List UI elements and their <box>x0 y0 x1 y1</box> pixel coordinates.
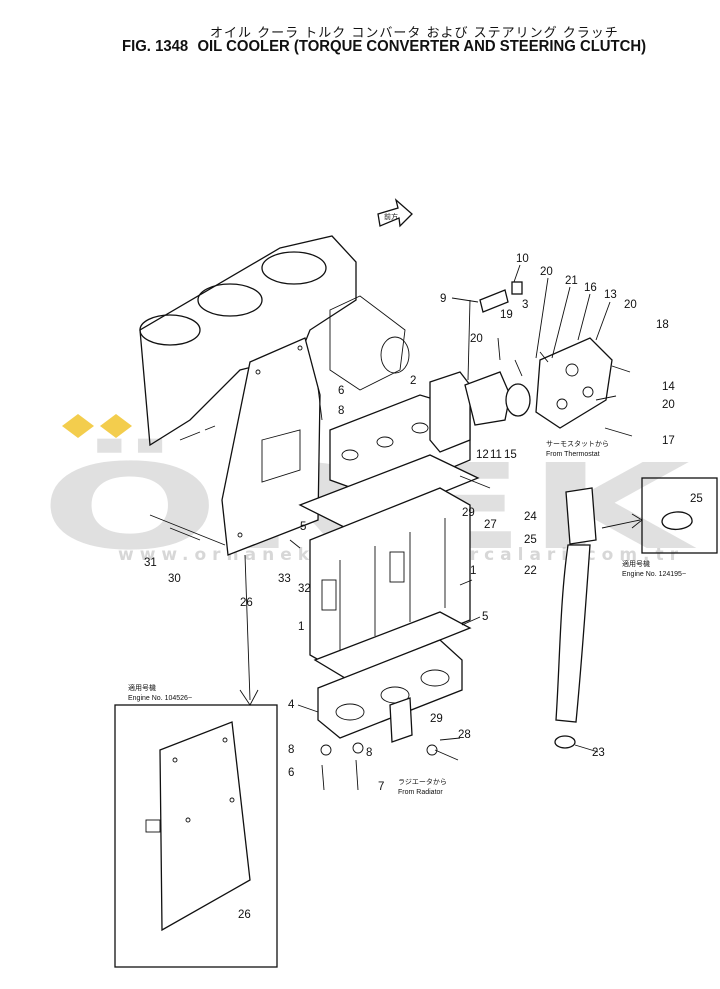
hardware-parts <box>169 281 633 791</box>
callout-number: 5 <box>300 521 306 533</box>
callout-number: 13 <box>604 289 617 301</box>
mounting-plate-26 <box>149 337 321 706</box>
inset-hose-clamp: 適用号機 Engine No. 124195~ <box>601 477 718 578</box>
callout-number: 29 <box>462 507 475 519</box>
engine-no-a-en: Engine No. 104526~ <box>128 695 192 702</box>
callout-number: 11 <box>490 449 502 461</box>
callout-number: 6 <box>338 385 344 397</box>
callout-number: 20 <box>624 299 637 311</box>
callout-number: 26 <box>240 597 253 609</box>
callout-number: 30 <box>168 573 181 585</box>
from-radiator-en: From Radiator <box>398 789 443 796</box>
gasket-upper <box>298 454 480 531</box>
callout-number: 29 <box>430 713 443 725</box>
callout-number: 4 <box>288 699 295 711</box>
watermark-accent-left <box>62 414 94 438</box>
callout-number: 6 <box>288 767 294 779</box>
callout-number: 20 <box>662 399 675 411</box>
callout-number: 22 <box>524 565 537 577</box>
callout-number: 10 <box>516 253 529 265</box>
figure-title: FIG. 1348 OIL COOLER (TORQUE CONVERTER AN… <box>122 38 646 56</box>
callout-number: 33 <box>278 573 291 585</box>
hose-connector <box>565 487 597 545</box>
callout-number: 15 <box>504 449 517 461</box>
flow-notes: サーモスタットから From Thermostat ラジエータから From R… <box>398 439 609 796</box>
callout-number: 27 <box>484 519 497 531</box>
callout-number: 14 <box>662 381 675 393</box>
callout-number: 7 <box>378 781 384 793</box>
callout-number: 9 <box>440 293 446 305</box>
title-japanese: オイル クーラ トルク コンバータ および ステアリング クラッチ <box>210 26 619 41</box>
callout-number: 26 <box>238 909 251 921</box>
callout-number: 23 <box>592 747 605 759</box>
from-thermostat-en: From Thermostat <box>546 451 600 458</box>
callout-number: 3 <box>522 299 528 311</box>
callout-number: 25 <box>690 493 703 505</box>
pump-cover-assembly <box>464 299 613 429</box>
engine-no-b-jp: 適用号機 <box>622 559 650 568</box>
callout-number: 28 <box>458 729 471 741</box>
front-direction-arrow: 前方 <box>377 198 413 228</box>
callout-number: 5 <box>482 611 488 623</box>
engine-no-b-en: Engine No. 124195~ <box>622 571 686 578</box>
callout-number: 1 <box>298 621 304 633</box>
callout-number: 18 <box>656 319 669 331</box>
water-hose <box>555 544 591 723</box>
figure-number: FIG. 1348 <box>122 38 189 55</box>
engine-no-a-jp: 適用号機 <box>128 683 156 692</box>
callout-number: 17 <box>662 435 675 447</box>
callout-labels: 10 20 21 16 13 20 18 9 19 3 20 14 20 17 … <box>144 253 703 921</box>
callout-number: 16 <box>584 282 597 294</box>
figure-title-english: OIL COOLER (TORQUE CONVERTER AND STEERIN… <box>197 38 647 55</box>
gasket-lower <box>313 611 472 679</box>
callout-number: 24 <box>524 511 537 523</box>
callout-number: 31 <box>144 557 157 569</box>
callout-number: 8 <box>366 747 372 759</box>
callout-number: 19 <box>500 309 513 321</box>
from-thermostat-jp: サーモスタットから <box>546 439 609 448</box>
oil-cooler-cover <box>317 639 463 743</box>
callout-number: 8 <box>288 744 294 756</box>
callout-number: 20 <box>540 266 553 278</box>
front-direction-label: 前方 <box>384 212 398 221</box>
from-radiator-jp: ラジエータから <box>398 777 447 786</box>
watermark-accent-right <box>100 414 132 438</box>
callout-number: 32 <box>298 583 311 595</box>
callout-number: 8 <box>338 405 344 417</box>
hose-clamp-ring <box>554 735 576 749</box>
callout-number: 1 <box>470 565 476 577</box>
callout-number: 2 <box>410 375 416 387</box>
leader-lines <box>297 264 611 761</box>
callout-number: 20 <box>470 333 483 345</box>
callout-number: 25 <box>524 534 537 546</box>
callout-number: 12 <box>476 449 489 461</box>
callout-number: 21 <box>565 275 578 287</box>
inset-mounting-plate: 適用号機 Engine No. 104526~ <box>114 683 278 968</box>
